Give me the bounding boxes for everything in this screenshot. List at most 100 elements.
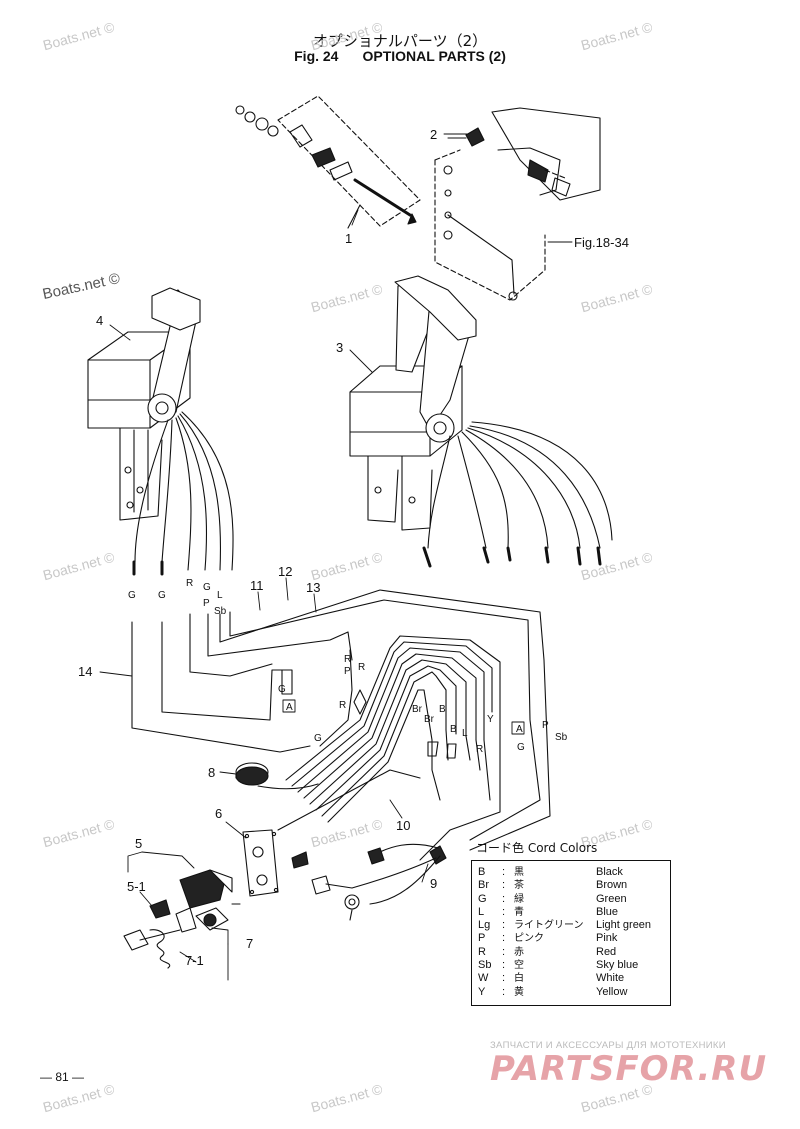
leader-lines <box>99 133 573 981</box>
legend-code: B <box>478 866 486 878</box>
page-number: — 81 — <box>40 1070 85 1084</box>
callout-14: 14 <box>78 664 92 679</box>
legend-jp: ピンク <box>514 933 544 945</box>
wire-label: L <box>217 590 223 601</box>
callout-10: 10 <box>396 818 410 833</box>
legend-en: Black <box>596 866 623 878</box>
legend-jp: 赤 <box>514 946 524 958</box>
wire-label: R <box>339 700 346 711</box>
banner-logo: PARTSFOR.RU <box>490 1049 768 1089</box>
legend-jp: 空 <box>514 960 524 972</box>
legend-jp: 白 <box>514 973 524 985</box>
legend-separator: : <box>502 932 506 945</box>
callout-13: 13 <box>306 580 320 595</box>
part-4-remote-control-single <box>87 287 201 521</box>
connector-marker-a <box>511 721 525 735</box>
legend-code: W <box>478 972 489 985</box>
legend-code: Lg <box>478 919 491 932</box>
legend-en: Brown <box>596 879 628 892</box>
legend-code: Br <box>478 879 489 892</box>
callout-7-1: 7-1 <box>185 953 204 968</box>
wire-label: G <box>203 582 211 593</box>
wire-label: A <box>286 702 293 713</box>
wire-label: R <box>344 654 351 665</box>
legend-code: R <box>478 945 486 958</box>
callout-6: 6 <box>215 806 222 821</box>
figure-title: OPTIONAL PARTS (2) <box>362 48 506 64</box>
wire-label: G <box>278 684 286 695</box>
legend-code: L <box>478 905 485 918</box>
legend-code: P <box>478 932 486 945</box>
part-1-bracket-assembly <box>235 95 421 229</box>
legend-jp: 茶 <box>514 880 524 892</box>
callout-12: 12 <box>278 564 292 579</box>
wire-label: R <box>476 744 483 755</box>
callout-5: 5 <box>135 836 142 851</box>
legend-separator: : <box>502 892 506 905</box>
wire-label: Br <box>412 704 423 715</box>
wire-label: G <box>158 590 166 601</box>
legend-row: R: 赤 Red <box>478 946 664 959</box>
wire-label: Br <box>424 714 435 725</box>
callout-9: 9 <box>430 876 437 891</box>
legend-en: White <box>596 972 625 985</box>
legend-separator: : <box>502 945 506 958</box>
legend-separator: : <box>502 919 506 932</box>
figure-label: Fig. 24 <box>294 48 339 64</box>
page-title-japanese: オプショナルパーツ（2） <box>312 32 488 50</box>
legend-en: Light green <box>596 919 652 932</box>
part-2-cable-clamp <box>434 107 601 301</box>
legend-code: Sb <box>478 959 492 972</box>
wire-label: P <box>344 666 351 677</box>
partsfor-banner: ЗАПЧАСТИ И АКСЕССУАРЫ ДЛЯ МОТОТЕХНИКИ PA… <box>490 1040 790 1087</box>
callout-1: 1 <box>345 231 352 246</box>
legend-row: Br: 茶 Brown <box>478 879 664 892</box>
legend-separator: : <box>502 985 506 998</box>
part-3-harness-leads <box>422 421 613 568</box>
legend-separator: : <box>502 879 506 892</box>
legend-en: Green <box>596 892 627 905</box>
wire-label: B <box>450 724 457 735</box>
callout-11: 11 <box>250 578 264 593</box>
wire-label: R <box>186 578 193 589</box>
wire-label: R <box>358 662 365 673</box>
wire-label: P <box>542 720 549 731</box>
wire-label: G <box>517 742 525 753</box>
legend-en: Yellow <box>596 985 628 998</box>
callout-3: 3 <box>336 340 343 355</box>
callout-4: 4 <box>96 313 103 328</box>
legend-en: Red <box>596 945 617 958</box>
legend-jp: 青 <box>514 906 524 918</box>
wire-label: B <box>439 704 446 715</box>
connector-marker-a <box>282 699 296 713</box>
wire-label: L <box>462 728 468 739</box>
part-6-panel <box>242 829 309 897</box>
part-7-stop-switch <box>149 903 241 969</box>
part-8-grommet <box>235 762 319 790</box>
part-9-extension-harness <box>311 843 447 921</box>
legend-jp: ライトグリーン <box>514 920 584 932</box>
wire-label: G <box>314 733 322 744</box>
wire-label: G <box>128 590 136 601</box>
part-3-remote-control-dual <box>349 275 477 531</box>
legend-en: Pink <box>596 932 618 945</box>
legend-separator: : <box>502 905 506 918</box>
legend-row: P: ピンク Pink <box>478 932 664 945</box>
wire-label: Sb <box>214 606 227 617</box>
callout-5-1: 5-1 <box>127 879 146 894</box>
legend-separator: : <box>502 959 506 972</box>
wire-label: Y <box>487 714 494 725</box>
banner-tagline: ЗАПЧАСТИ И АКСЕССУАРЫ ДЛЯ МОТОТЕХНИКИ <box>490 1040 726 1051</box>
legend-jp: 緑 <box>514 893 524 905</box>
main-harness-routing <box>131 589 551 861</box>
legend-title: コード色 Cord Colors <box>476 841 598 855</box>
callout-8: 8 <box>208 765 215 780</box>
wire-label: P <box>203 598 210 609</box>
callout-7: 7 <box>246 936 253 951</box>
figure-reference: Fig.18-34 <box>574 235 629 250</box>
